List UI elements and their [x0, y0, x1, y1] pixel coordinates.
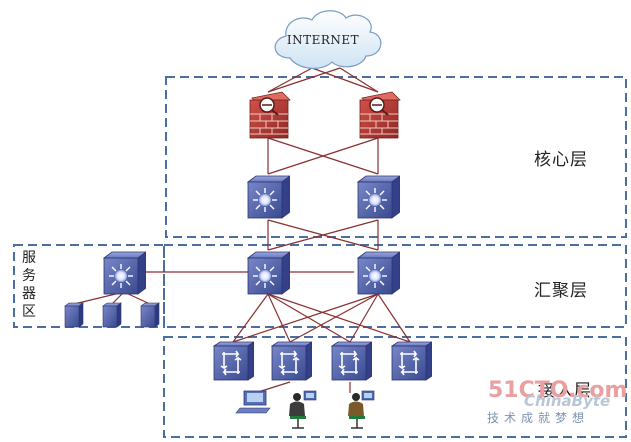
aggregation-switch-left — [247, 251, 290, 295]
firewall-right — [359, 91, 401, 139]
core-layer-label: 核心层 — [534, 150, 588, 170]
internet-cloud-icon — [274, 10, 382, 69]
server-icon — [140, 302, 160, 328]
server-zone-label: 服务器区 — [22, 250, 36, 320]
server-zone-frame — [13, 244, 165, 328]
multilayer-switch-icon — [247, 175, 290, 219]
watermark-chinabyte: ChinaByte — [524, 392, 611, 410]
servers — [64, 302, 160, 328]
server-icon — [64, 302, 84, 328]
access-switch-icon — [213, 341, 254, 381]
firewall-icon — [359, 91, 401, 139]
server-zone-switch — [103, 251, 146, 295]
watermark-51cto: 51CTO.com — [488, 378, 628, 403]
access-layer-label: 接入层 — [538, 381, 592, 401]
core-switch-left — [247, 175, 290, 219]
link-lines — [73, 67, 411, 394]
aggregation-layer-label: 汇聚层 — [534, 281, 588, 301]
server-icon — [102, 302, 122, 328]
internet-label: INTERNET — [286, 33, 360, 47]
workstation-icon — [235, 390, 271, 414]
firewall-icon — [249, 91, 291, 139]
watermark-slogan: 技术成就梦想 — [487, 411, 590, 425]
core-switch-right — [357, 175, 400, 219]
multilayer-switch-icon — [357, 251, 400, 295]
multilayer-switch-icon — [247, 251, 290, 295]
user-at-pc-icon — [348, 390, 375, 429]
core-layer-frame — [165, 76, 627, 238]
aggregation-layer-frame — [163, 244, 627, 328]
aggregation-switch-right — [357, 251, 400, 295]
access-switches — [213, 341, 432, 381]
multilayer-switch-icon — [103, 251, 146, 295]
access-switch-icon — [331, 341, 372, 381]
access-switch-icon — [271, 341, 312, 381]
multilayer-switch-icon — [357, 175, 400, 219]
access-switch-icon — [391, 341, 432, 381]
firewall-left — [249, 91, 291, 139]
user-at-pc-icon — [289, 390, 317, 429]
